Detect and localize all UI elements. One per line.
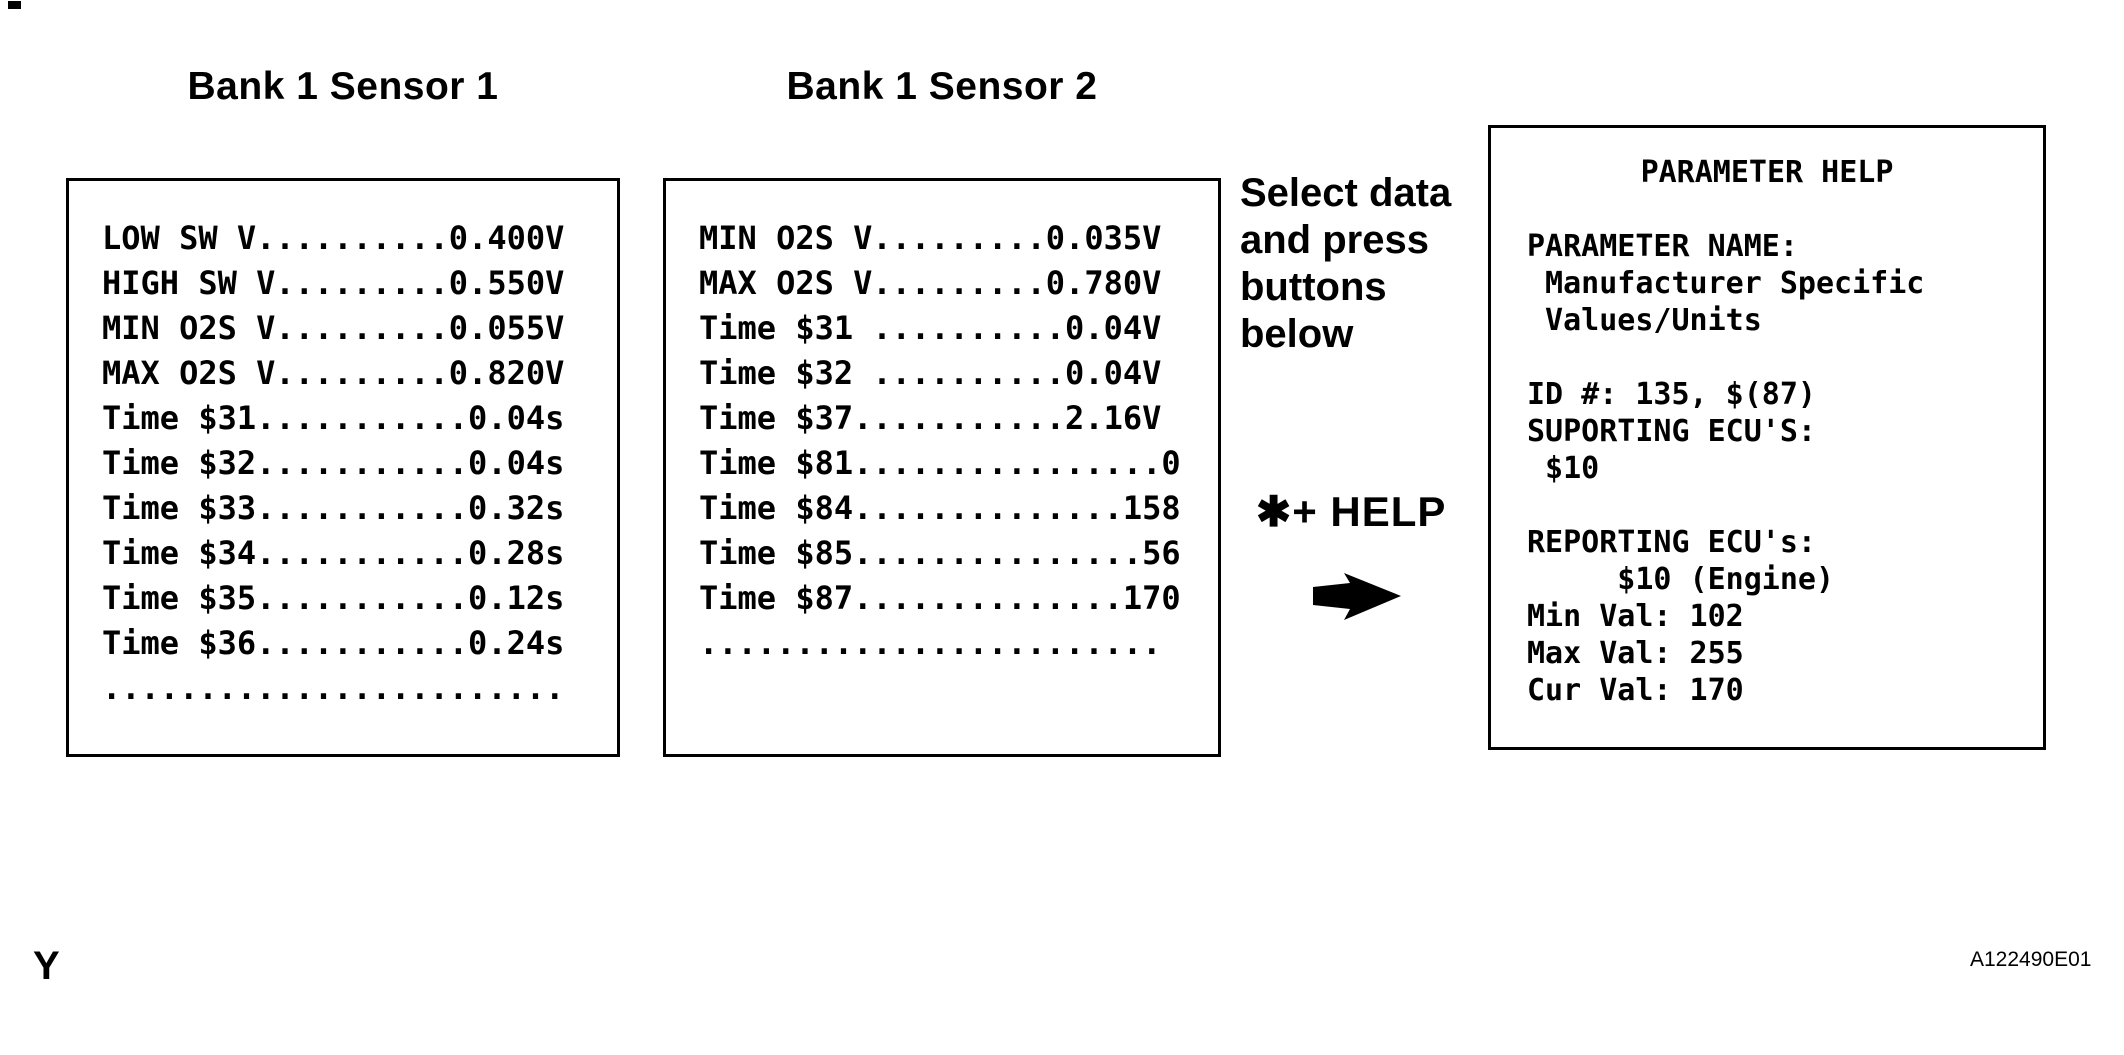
arrow-right-icon: [1313, 573, 1401, 620]
parameter-list-bank1-sensor1: LOW SW V..........0.400V HIGH SW V......…: [102, 219, 565, 707]
scan-artifact: [8, 1, 21, 9]
parameter-help-title: PARAMETER HELP: [1640, 155, 1894, 190]
figure-code: A122490E01: [1970, 948, 2092, 971]
scan-screen-bank1-sensor2: MIN O2S V.........0.035V MAX O2S V......…: [663, 178, 1221, 757]
instruction-note: Select data and press buttons below: [1240, 171, 1452, 356]
panel-title-bank1-sensor1: Bank 1 Sensor 1: [187, 65, 499, 108]
help-key-label: ✱+ HELP: [1256, 488, 1447, 535]
panel-title-bank1-sensor2: Bank 1 Sensor 2: [786, 65, 1098, 108]
parameter-help-screen: PARAMETER HELP PARAMETER NAME: Manufactu…: [1488, 125, 2046, 750]
scan-screen-bank1-sensor1: LOW SW V..........0.400V HIGH SW V......…: [66, 178, 620, 757]
parameter-list-bank1-sensor2: MIN O2S V.........0.035V MAX O2S V......…: [699, 219, 1181, 662]
page-marker: Y: [33, 944, 60, 988]
parameter-help-body: PARAMETER NAME: Manufacturer Specific Va…: [1527, 229, 1925, 708]
